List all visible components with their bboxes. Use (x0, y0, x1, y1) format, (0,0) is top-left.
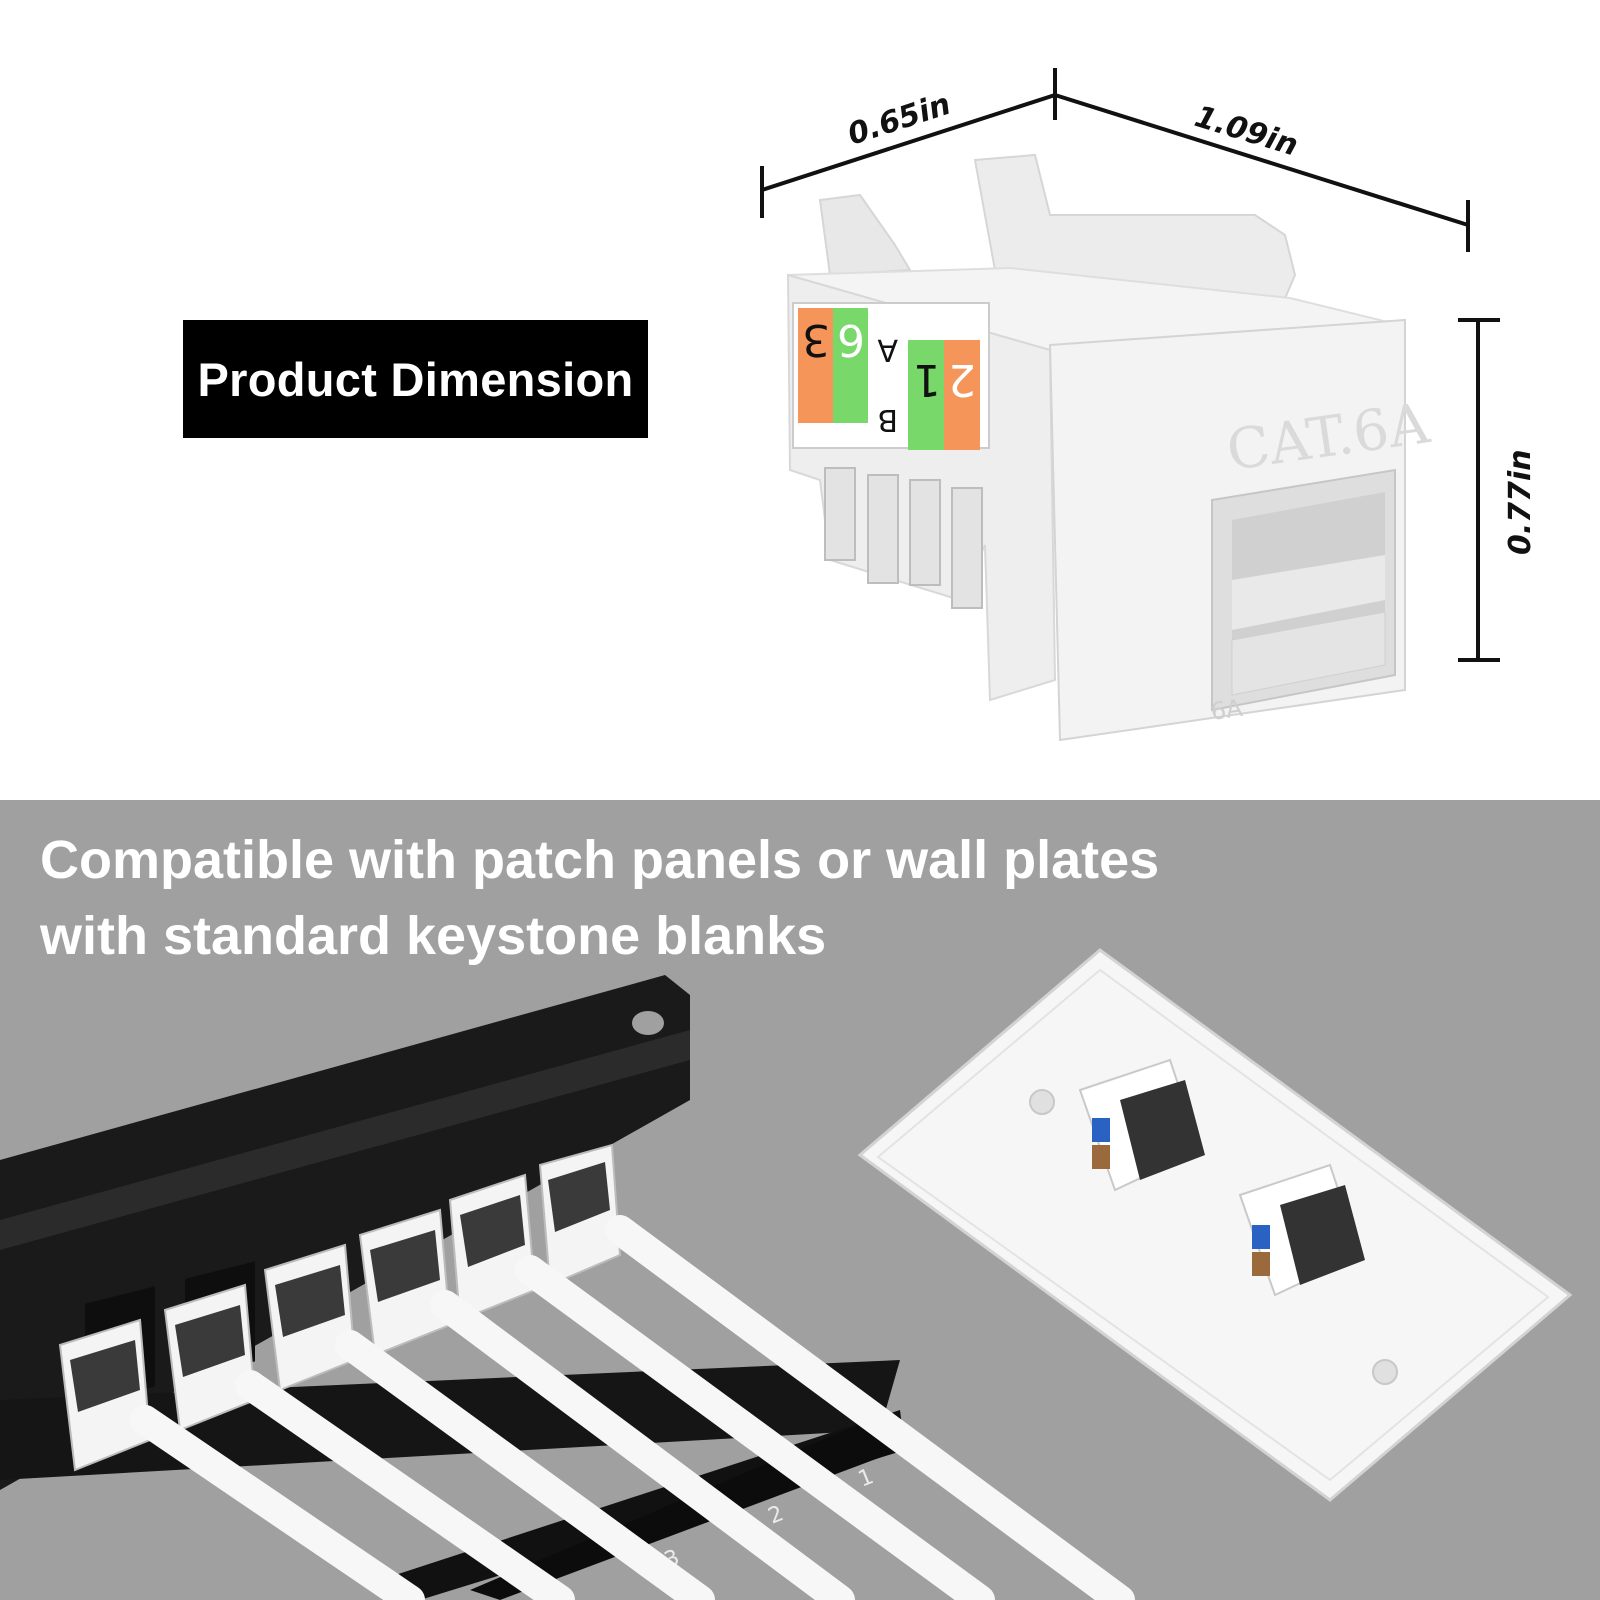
headline-line-1: Compatible with patch panels or wall pla… (40, 830, 1160, 890)
keystone-jack (786, 153, 1406, 742)
port-number-1: 1 (855, 1464, 877, 1492)
label-digit-6: 6 (837, 314, 865, 365)
keystone-jack-illustration: 0.65in 1.09in 0.77in (760, 68, 1538, 742)
product-dimension-section: Product Dimension 0.65in 1.09in 0.77in (183, 68, 1538, 742)
badge-label: Product Dimension (197, 352, 634, 406)
compatibility-headline: Compatible with patch panels or wall pla… (40, 822, 1340, 974)
label-digit-1: 1 (913, 354, 941, 405)
label-letter-a: A (877, 332, 898, 367)
patch-cables (130, 1215, 1135, 1600)
dimension-width-label: 0.65in (844, 87, 955, 153)
jack-small-text: 6A (1209, 694, 1245, 726)
port-number-2: 2 (765, 1501, 787, 1529)
wall-plate (857, 948, 1573, 1502)
patch-panel: 1 2 3 (0, 975, 905, 1600)
label-letter-b: B (877, 402, 898, 437)
label-digit-2: 2 (948, 354, 976, 405)
headline-line-2: with standard keystone blanks (40, 906, 827, 966)
product-dimension-badge: Product Dimension (183, 320, 648, 438)
dimension-height-label: 0.77in (1503, 449, 1538, 555)
compatibility-section: 1 2 3 (0, 800, 1600, 1600)
dimension-line-height (1458, 318, 1500, 662)
patch-panel-wall-plate-illustration: 1 2 3 (0, 948, 1573, 1600)
label-digit-3: 3 (802, 314, 830, 365)
dimension-line-width (760, 68, 1057, 218)
dimension-line-length (1054, 93, 1470, 252)
